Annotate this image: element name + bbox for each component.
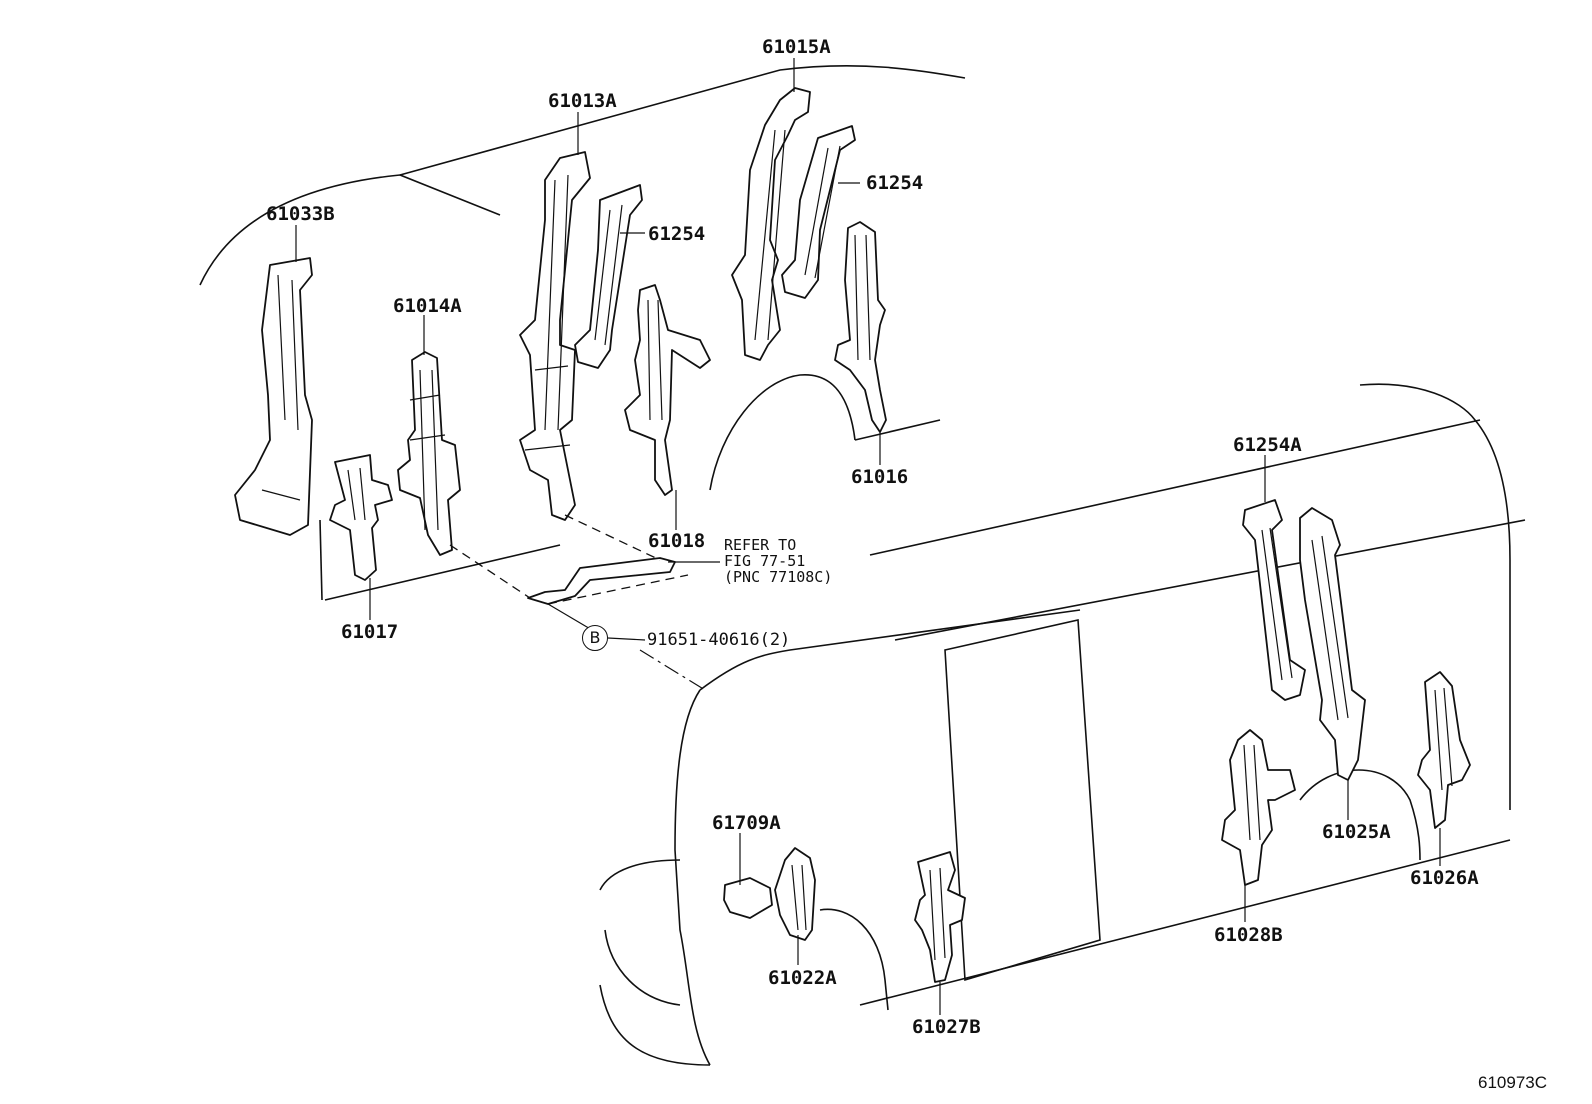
- lower-roof-line: [1359, 383, 1511, 810]
- label-61016: 61016: [851, 466, 909, 488]
- part-61254-upper-shape: [781, 125, 856, 299]
- part-shapes: [234, 87, 1471, 983]
- rear-roof-edge: [199, 174, 501, 286]
- front-wheel-arch: [819, 908, 889, 1011]
- front-body-curve: [674, 689, 711, 1066]
- label-61254-mid: 61254: [648, 223, 706, 245]
- rear-wheel-arch: [709, 374, 856, 491]
- reference-note-line1: REFER TO: [724, 536, 797, 554]
- front-bottom: [599, 984, 711, 1066]
- part-61018-shape: [624, 284, 711, 496]
- front-fascia: [599, 859, 681, 891]
- reference-note: REFER TO FIG 77-51 (PNC 77108C): [724, 536, 833, 586]
- door-opening: [944, 619, 1101, 982]
- reference-note-line3: (PNC 77108C): [724, 567, 833, 586]
- label-61026A: 61026A: [1410, 867, 1479, 889]
- label-61033B: 61033B: [266, 203, 335, 225]
- front-lower-curve: [604, 929, 681, 1006]
- part-77108C-bracket-shape: [527, 557, 676, 605]
- label-61018: 61018: [648, 530, 706, 552]
- lower-belt-line: [894, 519, 1526, 641]
- part-61016-shape: [834, 221, 887, 433]
- label-61027B: 61027B: [912, 1016, 981, 1038]
- label-61015A: 61015A: [762, 36, 831, 58]
- part-61013A-shape: [519, 151, 591, 521]
- part-61015A-shape: [731, 87, 811, 361]
- part-61026A-shape: [1417, 671, 1471, 829]
- part-61033B-shape: [234, 257, 313, 536]
- lower-roof-edge: [869, 419, 1481, 556]
- roof-line-upper: [399, 65, 966, 176]
- part-61025A-shape: [1299, 507, 1366, 781]
- part-61709A-shape: [723, 877, 773, 919]
- leader-lines: [295, 58, 1441, 1015]
- reference-note-line2: FIG 77-51: [724, 551, 806, 570]
- part-61017-shape: [329, 454, 393, 581]
- assembly-dashed-lines: [449, 514, 689, 605]
- body-split-line: [639, 649, 706, 691]
- front-pillar-curve: [699, 609, 1081, 691]
- part-61014A-shape: [397, 351, 461, 556]
- figure-id: 610973C: [1478, 1073, 1548, 1092]
- upper-body-lower-edge: [324, 544, 561, 601]
- part-61254-mid-shape: [574, 184, 643, 369]
- part-61027B-shape: [914, 851, 966, 983]
- sill-line: [859, 839, 1511, 1006]
- part-61254A-shape: [1242, 499, 1306, 701]
- label-61014A: 61014A: [393, 295, 462, 317]
- label-61028B: 61028B: [1214, 924, 1283, 946]
- rear-lower-wheel-arch: [1299, 769, 1421, 861]
- label-61022A: 61022A: [768, 967, 837, 989]
- label-61254-upper: 61254: [866, 172, 924, 194]
- label-61025A: 61025A: [1322, 821, 1391, 843]
- callout-b-circle: B: [582, 625, 608, 651]
- label-61017: 61017: [341, 621, 399, 643]
- vehicle-body-outline: [199, 65, 1526, 1066]
- label-61709A: 61709A: [712, 812, 781, 834]
- upper-body-rear-lower: [319, 519, 323, 601]
- label-61013A: 61013A: [548, 90, 617, 112]
- label-91651-40616: 91651-40616(2): [647, 630, 791, 650]
- upper-side-line: [854, 419, 941, 441]
- label-61254A: 61254A: [1233, 434, 1302, 456]
